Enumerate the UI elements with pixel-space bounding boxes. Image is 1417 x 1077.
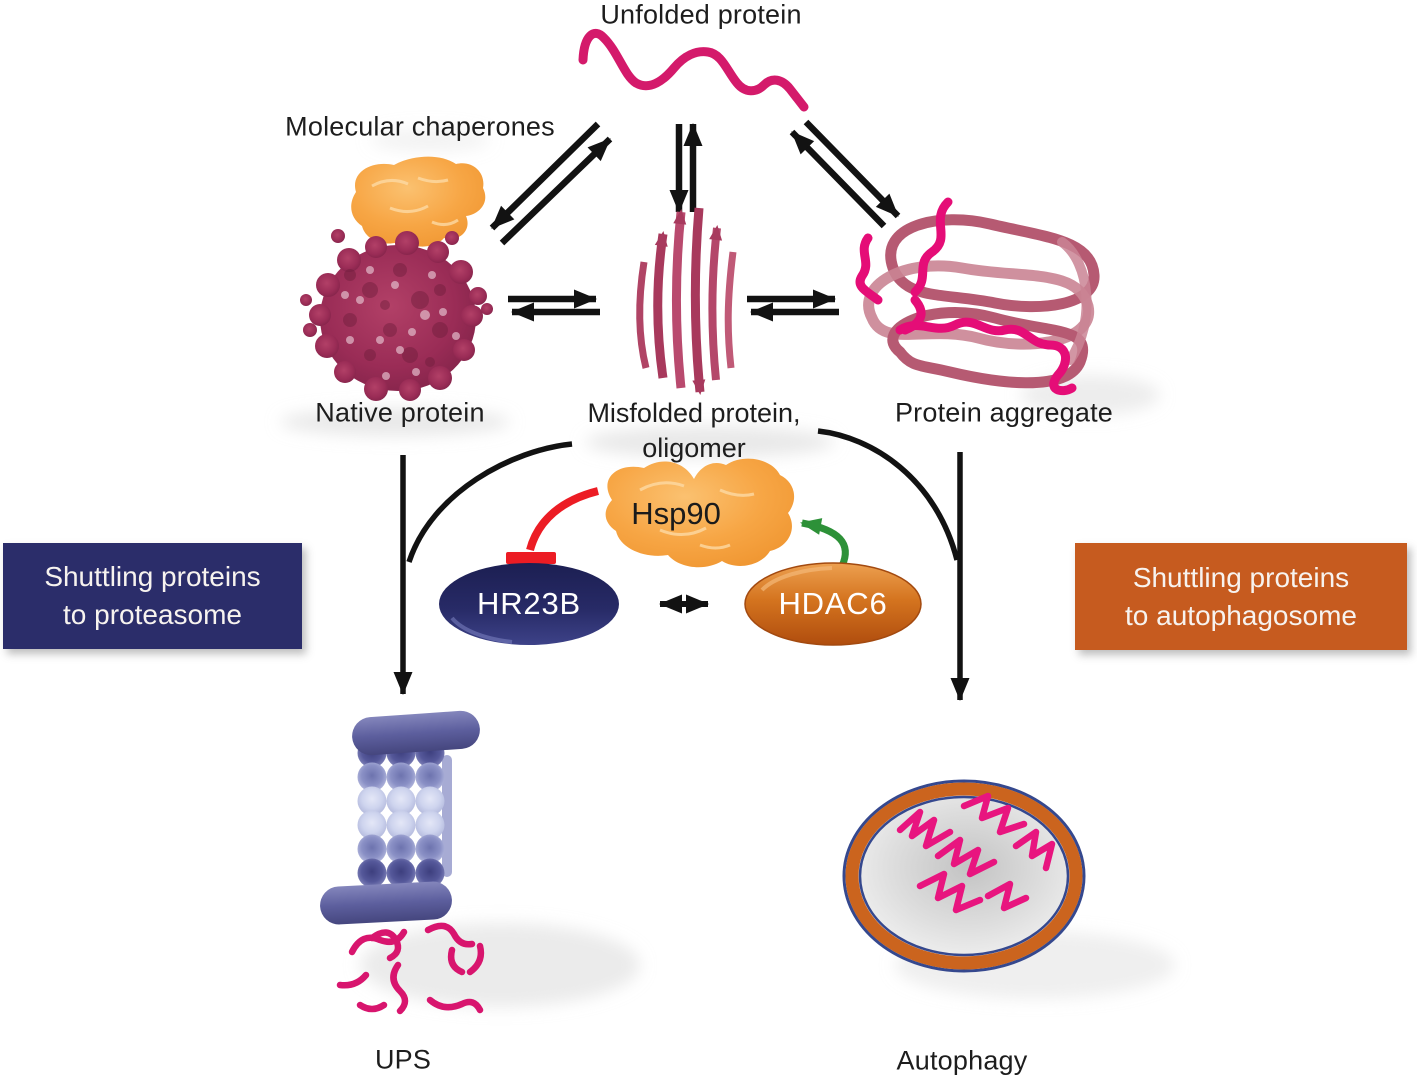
hr23b-ellipse xyxy=(439,563,619,645)
misfolded-protein-label-line1: Misfolded protein, xyxy=(587,397,801,428)
proteasome-top-cap xyxy=(352,710,480,756)
arc-misfolded-to-ups xyxy=(406,441,573,563)
misfolded-protein-ribbons xyxy=(636,207,737,395)
proteasome-callout: Shuttling proteins to proteasome xyxy=(3,543,302,649)
unfolded-protein-squiggle xyxy=(578,28,809,112)
protein-aggregate-tangle xyxy=(855,197,1100,396)
ups-label: UPS xyxy=(374,1044,432,1075)
native-protein-blob xyxy=(300,229,493,401)
inhibition-link xyxy=(506,487,600,564)
autophagosome-cargo xyxy=(896,792,1056,914)
misfolded-protein-label-line2: oligomer xyxy=(642,433,746,463)
unfolded-protein-label: Unfolded protein xyxy=(600,0,802,30)
misfolded-protein-label: Misfolded protein, oligomer xyxy=(587,396,800,466)
arrow-aggregate-to-unfolded xyxy=(789,129,887,229)
autophagosome xyxy=(842,779,1086,973)
molecular-chaperones-label: Molecular chaperones xyxy=(285,111,555,142)
proteasome xyxy=(320,710,480,925)
hdac6-label: HDAC6 xyxy=(778,586,888,621)
proteasome-callout-line1: Shuttling proteins xyxy=(44,561,261,593)
peptide-fragments xyxy=(336,922,485,1015)
autophagy-label: Autophagy xyxy=(896,1045,1028,1076)
arrow-unfolded-to-native xyxy=(489,121,601,231)
degradation-arrows xyxy=(393,428,970,701)
molecular-chaperone-blob xyxy=(351,156,486,247)
hdac6-ellipse xyxy=(744,562,922,646)
autophagosome-callout-line1: Shuttling proteins xyxy=(1132,561,1350,593)
native-protein-label: Native protein xyxy=(315,397,485,428)
proteasome-bottom-cap xyxy=(320,881,452,925)
autophagosome-callout: Shuttling proteins to autophagosome xyxy=(1075,543,1407,650)
activation-arrow xyxy=(800,518,849,568)
hsp90-blob xyxy=(605,458,795,568)
hsp90-label: Hsp90 xyxy=(631,496,721,531)
protein-aggregate-label: Protein aggregate xyxy=(894,397,1114,428)
arrow-unfolded-to-aggregate xyxy=(803,119,901,219)
proteasome-spheres xyxy=(357,738,445,888)
hr23b-label: HR23B xyxy=(477,586,581,621)
arrow-native-to-unfolded xyxy=(499,136,613,246)
proteasome-callout-line2: to proteasome xyxy=(63,599,242,630)
arc-misfolded-to-autophagy xyxy=(817,428,960,561)
background-shadows xyxy=(280,128,1175,1007)
autophagosome-callout-line2: to autophagosome xyxy=(1125,599,1357,631)
equilibrium-arrows xyxy=(489,119,901,322)
